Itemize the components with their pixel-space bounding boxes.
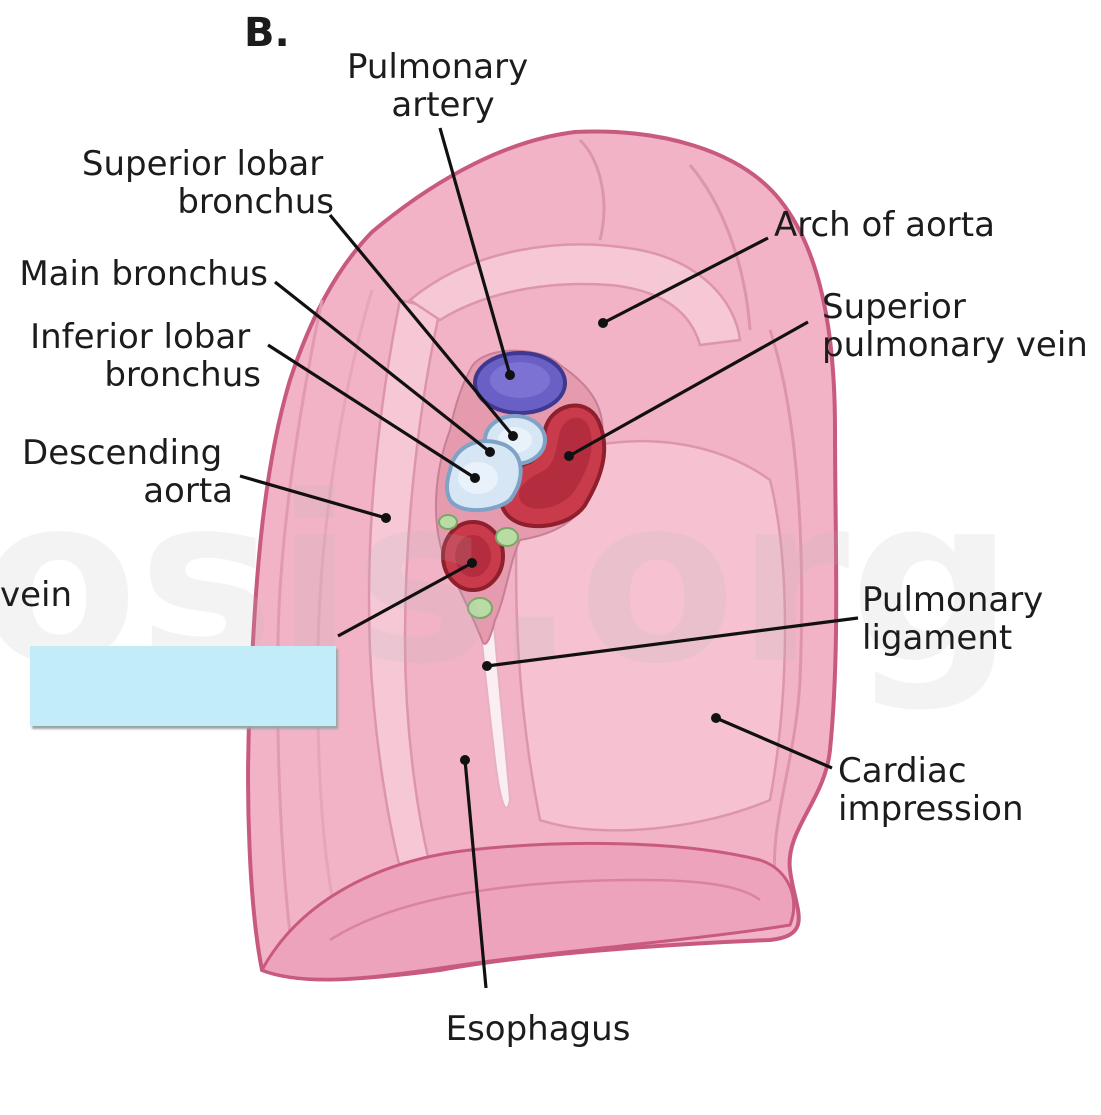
label-descending-aorta: Descending aorta — [22, 433, 233, 511]
label-vein-partial-line-1: vein — [0, 575, 72, 615]
dot-superior-lobar-bronchus — [508, 431, 518, 441]
label-descending-aorta-line-2: aorta — [143, 471, 233, 511]
label-pulmonary-ligament-line-1: Pulmonary — [862, 580, 1043, 620]
diaphragmatic-base — [259, 841, 796, 981]
superior-pulmonary-vein-lumen — [518, 417, 592, 509]
lymph-node-2 — [495, 527, 519, 547]
label-esophagus: Esophagus — [446, 1009, 631, 1049]
leader-cardiac-impression — [715, 716, 833, 770]
leader-superior-pulmonary-vein — [568, 320, 809, 458]
dot-superior-pulmonary-vein — [564, 451, 574, 461]
pulmonary-artery-lumen — [490, 362, 550, 398]
label-arch-of-aorta: Arch of aorta — [774, 205, 995, 245]
dot-inferior-lobar-bronchus — [470, 473, 480, 483]
label-descending-aorta-line-1: Descending — [22, 433, 222, 473]
left-lung — [246, 129, 839, 982]
label-pulmonary-artery: Pulmonary artery — [347, 47, 539, 125]
leader-dots — [381, 318, 721, 765]
label-superior-pulmonary-vein: Superior pulmonary vein — [822, 287, 1088, 365]
label-cardiac-impression-line-2: impression — [838, 789, 1024, 829]
dot-arch-of-aorta — [598, 318, 608, 328]
leader-descending-aorta — [239, 474, 387, 520]
label-arch-of-aorta-line-1: Arch of aorta — [774, 205, 995, 245]
label-pulmonary-artery-line-2: artery — [391, 85, 494, 125]
dot-pulmonary-ligament — [482, 661, 492, 671]
label-esophagus-line-1: Esophagus — [446, 1009, 631, 1049]
dot-pulmonary-artery — [505, 370, 515, 380]
label-cardiac-impression: Cardiac impression — [838, 751, 1024, 829]
aortic-arch-groove — [407, 243, 742, 347]
dot-cardiac-impression — [711, 713, 721, 723]
lymph-node-3 — [467, 597, 493, 619]
dot-esophagus — [460, 755, 470, 765]
anterior-margin — [768, 329, 804, 881]
label-inferior-lobar-bronchus-line-2: bronchus — [104, 355, 261, 395]
panel-letter: B. — [244, 10, 290, 56]
lymph-node-1 — [438, 514, 458, 530]
label-cardiac-impression-line-1: Cardiac — [838, 751, 967, 791]
dot-descending-aorta — [381, 513, 391, 523]
label-superior-lobar-bronchus-line-1: Superior lobar — [82, 144, 323, 184]
label-superior-pulmonary-vein-line-2: pulmonary vein — [822, 325, 1088, 365]
leader-arch-of-aorta — [602, 236, 769, 325]
label-superior-pulmonary-vein-line-1: Superior — [822, 287, 966, 327]
leader-esophagus — [463, 759, 488, 989]
leader-inferior-pulmonary-vein — [337, 561, 473, 638]
apex-fold — [578, 138, 606, 241]
leader-superior-lobar-bronchus — [328, 213, 515, 438]
label-main-bronchus-line-1: Main bronchus — [19, 254, 268, 294]
dot-inferior-pulmonary-vein — [467, 558, 477, 568]
label-superior-lobar-bronchus-line-2: bronchus — [177, 182, 334, 222]
cardiac-impression-area — [514, 439, 787, 832]
posterior-border-band-2 — [316, 289, 374, 931]
label-inferior-pulmonary-vein-partial: vein — [0, 575, 72, 615]
label-inferior-lobar-bronchus-line-1: Inferior lobar — [30, 317, 250, 357]
leader-main-bronchus — [274, 280, 491, 454]
dot-main-bronchus — [485, 447, 495, 457]
label-main-bronchus: Main bronchus — [19, 254, 268, 294]
leader-inferior-lobar-bronchus — [267, 343, 476, 480]
hilum — [434, 349, 607, 645]
label-mask-box — [30, 646, 336, 726]
leader-lines — [239, 127, 859, 989]
label-pulmonary-ligament-line-2: ligament — [862, 618, 1012, 658]
base-inner-fold — [329, 878, 761, 942]
label-pulmonary-ligament: Pulmonary ligament — [862, 580, 1054, 658]
label-pulmonary-artery-line-1: Pulmonary — [347, 47, 528, 87]
leader-pulmonary-artery — [438, 127, 512, 376]
leader-pulmonary-ligament — [486, 616, 859, 668]
apex-fold-2 — [688, 164, 752, 331]
label-inferior-lobar-bronchus: Inferior lobar bronchus — [30, 317, 261, 395]
pulmonary-ligament-strip — [476, 599, 512, 809]
posterior-border-band — [276, 299, 324, 951]
label-superior-lobar-bronchus: Superior lobar bronchus — [82, 144, 334, 222]
